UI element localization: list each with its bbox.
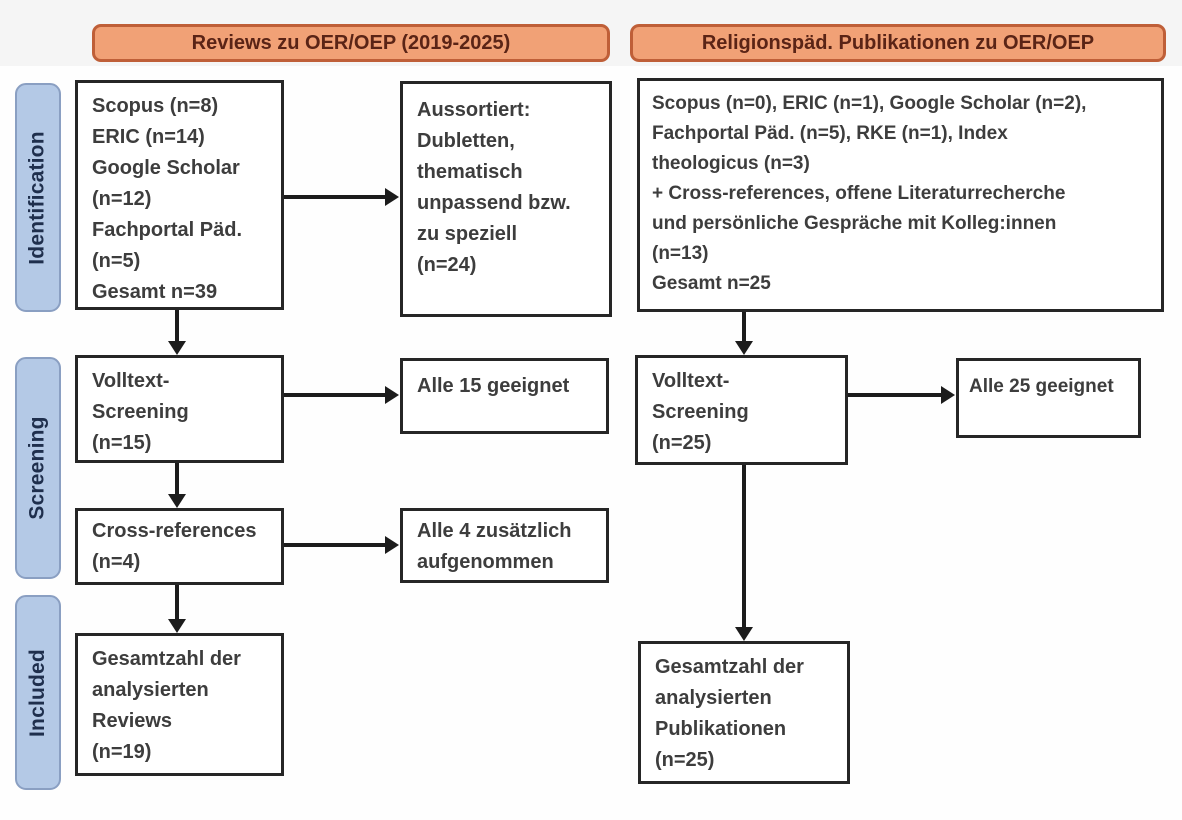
box-fulltext-screening-religionspaed: Volltext- Screening (n=25) bbox=[635, 355, 848, 465]
column-header-religionspaed: Religionspäd. Publikationen zu OER/OEP bbox=[630, 24, 1166, 62]
box-sources-religionspaed: Scopus (n=0), ERIC (n=1), Google Scholar… bbox=[637, 78, 1164, 312]
arrow-sources-to-excluded bbox=[284, 188, 399, 206]
arrow-crossref-to-included bbox=[168, 585, 186, 633]
arrow-fulltext-to-crossref bbox=[168, 463, 186, 508]
column-header-reviews: Reviews zu OER/OEP (2019-2025) bbox=[92, 24, 610, 62]
stage-identification: Identification bbox=[15, 83, 61, 312]
arrow-sources-to-fulltext-right bbox=[735, 312, 753, 355]
box-sources-reviews: Scopus (n=8) ERIC (n=14) Google Scholar … bbox=[75, 80, 284, 310]
stage-screening: Screening bbox=[15, 357, 61, 579]
stage-screening-label: Screening bbox=[26, 416, 49, 520]
arrow-crossref-to-result bbox=[284, 536, 399, 554]
stage-included: Included bbox=[15, 595, 61, 790]
box-result-crossreferences: Alle 4 zusätzlich aufgenommen bbox=[400, 508, 609, 583]
box-crossreferences: Cross-references (n=4) bbox=[75, 508, 284, 585]
arrow-sources-to-fulltext-left bbox=[168, 310, 186, 355]
box-excluded-reviews: Aussortiert: Dubletten, thematisch unpas… bbox=[400, 81, 612, 317]
arrow-fulltext-to-result-left bbox=[284, 386, 399, 404]
box-fulltext-screening-reviews: Volltext- Screening (n=15) bbox=[75, 355, 284, 463]
box-result-fulltext-religionspaed: Alle 25 geeignet bbox=[956, 358, 1141, 438]
arrow-fulltext-to-included-right bbox=[735, 465, 753, 641]
stage-identification-label: Identification bbox=[26, 130, 49, 265]
arrow-fulltext-to-result-right bbox=[848, 386, 955, 404]
box-included-religionspaed: Gesamtzahl der analysierten Publikatione… bbox=[638, 641, 850, 784]
box-included-reviews: Gesamtzahl der analysierten Reviews (n=1… bbox=[75, 633, 284, 776]
box-result-fulltext-reviews: Alle 15 geeignet bbox=[400, 358, 609, 434]
stage-included-label: Included bbox=[26, 648, 50, 737]
